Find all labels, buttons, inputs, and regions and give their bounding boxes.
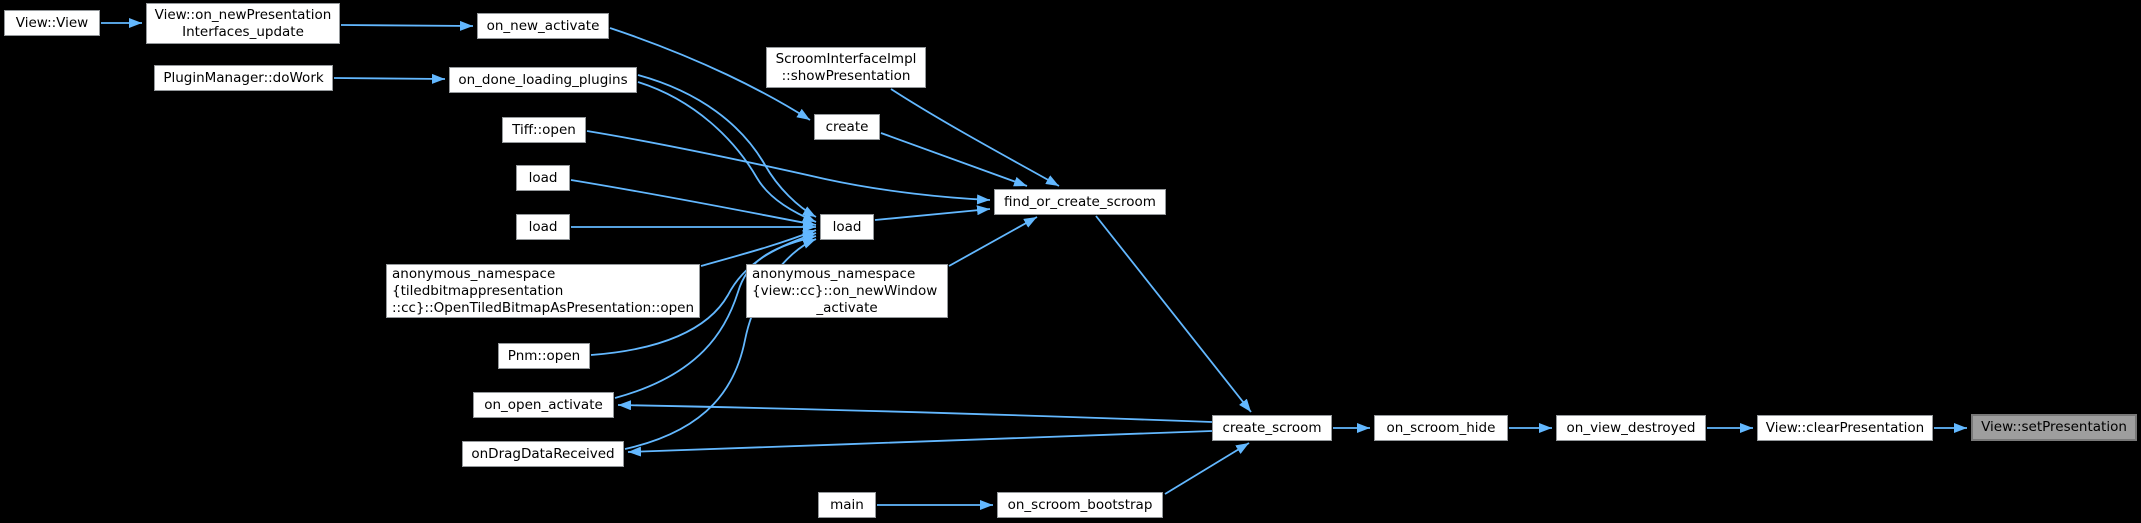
edge-create-to-find_or_create_scroom xyxy=(880,132,1028,187)
node-label-line: PluginManager::doWork xyxy=(163,69,324,86)
node-label-line: create_scroom xyxy=(1222,419,1322,436)
node-ondragdatareceived[interactable]: onDragDataReceived xyxy=(462,441,624,467)
node-view_view[interactable]: View::View xyxy=(4,10,100,36)
node-load2[interactable]: load xyxy=(516,214,570,240)
node-on_done_loading_plugins[interactable]: on_done_loading_plugins xyxy=(449,67,637,93)
node-label-line: load xyxy=(528,218,558,235)
node-label-line: create xyxy=(825,118,869,135)
edge-on_newwindow_activate-to-find_or_create_scroom xyxy=(948,216,1038,267)
node-on_scroom_hide[interactable]: on_scroom_hide xyxy=(1374,415,1508,441)
node-label-line: load xyxy=(528,169,558,186)
node-on_open_activate[interactable]: on_open_activate xyxy=(473,392,614,418)
node-label-line: Interfaces_update xyxy=(182,23,304,40)
node-label-line: on_scroom_bootstrap xyxy=(1007,496,1153,513)
edge-on_newpresentation-to-on_new_activate xyxy=(340,20,474,31)
node-pnm_open[interactable]: Pnm::open xyxy=(498,343,590,369)
node-label-line: View::View xyxy=(15,14,89,31)
edge-create_scroom-to-ondragdatareceived xyxy=(627,430,1213,457)
node-label-line: onDragDataReceived xyxy=(471,445,615,462)
node-label-line: main xyxy=(830,496,864,513)
node-label-line: {tiledbitmappresentation xyxy=(392,282,564,299)
node-on_scroom_bootstrap[interactable]: on_scroom_bootstrap xyxy=(997,492,1163,518)
node-label-line: {view::cc}::on_newWindow xyxy=(752,282,938,299)
node-tiff_open[interactable]: Tiff::open xyxy=(502,117,586,143)
node-label-line: find_or_create_scroom xyxy=(1004,193,1156,210)
edge-showpresentation-to-find_or_create_scroom xyxy=(890,88,1060,187)
node-open_tiled_bitmap[interactable]: anonymous_namespace{tiledbitmappresentat… xyxy=(386,264,700,318)
node-label-line: on_open_activate xyxy=(484,396,603,413)
edge-on_done_loading_plugins-to-load_center xyxy=(637,81,817,223)
node-label-line: ::cc}::OpenTiledBitmapAsPresentation::op… xyxy=(392,299,695,316)
edge-ondragdatareceived-to-load_center xyxy=(624,238,817,450)
node-label-line: on_new_activate xyxy=(486,17,600,34)
node-pluginmanager_dowork[interactable]: PluginManager::doWork xyxy=(154,65,333,91)
node-label-line: _activate xyxy=(816,299,878,316)
edge-on_scroom_bootstrap-to-create_scroom xyxy=(1164,442,1250,495)
node-create_scroom[interactable]: create_scroom xyxy=(1212,415,1332,441)
node-label-line: ::showPresentation xyxy=(781,67,911,84)
edge-pluginmanager_dowork-to-on_done_loading_plugins xyxy=(333,73,446,84)
edge-load_center-to-find_or_create_scroom xyxy=(874,205,991,221)
node-load_center[interactable]: load xyxy=(820,214,874,240)
node-main[interactable]: main xyxy=(818,492,876,518)
node-label-line: anonymous_namespace xyxy=(752,265,916,282)
node-load1[interactable]: load xyxy=(516,165,570,191)
edge-find_or_create_scroom-to-create_scroom xyxy=(1095,215,1252,413)
node-label-line: load xyxy=(832,218,862,235)
node-view_clearpresentation[interactable]: View::clearPresentation xyxy=(1757,415,1933,441)
node-label-line: Pnm::open xyxy=(507,347,581,364)
node-label-line: on_done_loading_plugins xyxy=(458,71,628,88)
node-on_view_destroyed[interactable]: on_view_destroyed xyxy=(1556,415,1706,441)
edge-create_scroom-to-on_open_activate xyxy=(617,400,1213,423)
node-label-line: on_view_destroyed xyxy=(1566,419,1696,436)
node-label-line: Tiff::open xyxy=(512,121,576,138)
edge-on_new_activate-to-create xyxy=(609,27,811,121)
edge-on_open_activate-to-load_center xyxy=(614,234,817,399)
node-label-line: ScroomInterfaceImpl xyxy=(775,50,917,67)
edge-load1-to-load_center xyxy=(570,179,817,228)
node-label-line: anonymous_namespace xyxy=(392,265,556,282)
node-label-line: View::clearPresentation xyxy=(1765,419,1925,436)
node-on_newwindow_activate[interactable]: anonymous_namespace{view::cc}::on_newWin… xyxy=(746,264,948,318)
node-on_new_activate[interactable]: on_new_activate xyxy=(477,13,609,39)
edge-on_done_loading_plugins-to-load_center xyxy=(637,74,817,218)
node-view_setpresentation[interactable]: View::setPresentation xyxy=(1971,414,2137,441)
node-showpresentation[interactable]: ScroomInterfaceImpl::showPresentation xyxy=(766,47,926,88)
edge-tiff_open-to-find_or_create_scroom xyxy=(586,130,991,205)
node-find_or_create_scroom[interactable]: find_or_create_scroom xyxy=(994,189,1166,215)
node-label-line: View::on_newPresentation xyxy=(154,6,332,23)
node-label-line: View::setPresentation xyxy=(1981,419,2127,435)
node-label-line: on_scroom_hide xyxy=(1386,419,1496,436)
node-create[interactable]: create xyxy=(814,114,880,140)
